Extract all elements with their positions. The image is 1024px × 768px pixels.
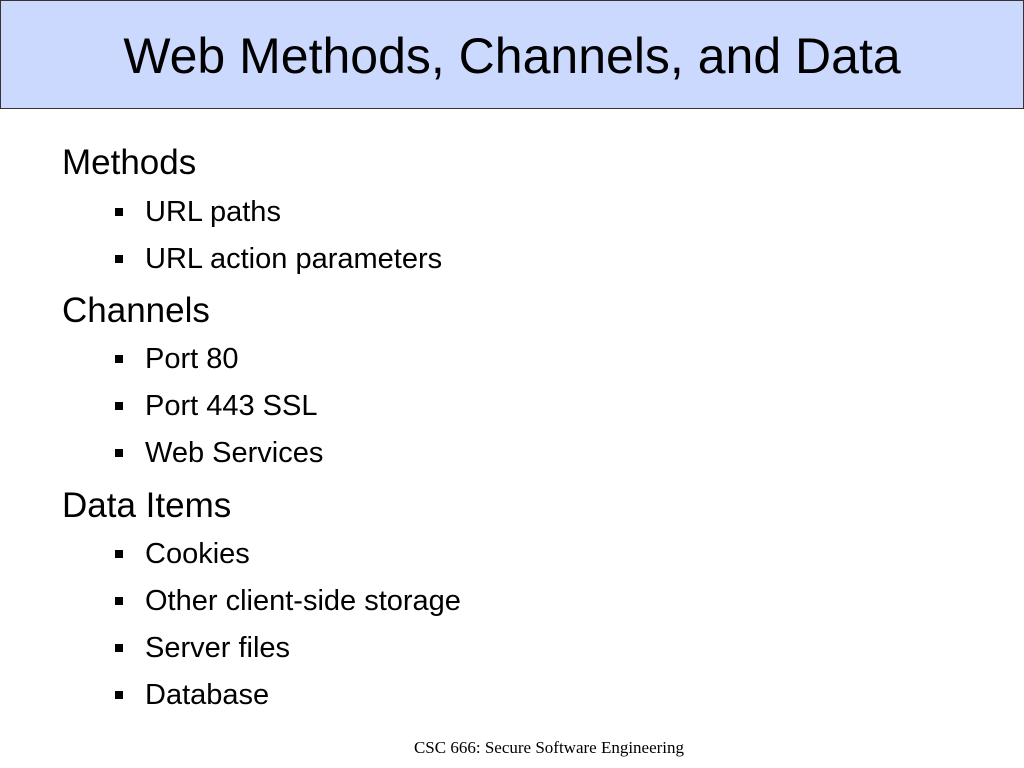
bullet-text: URL action parameters — [145, 242, 443, 275]
bullet-item: Database — [115, 680, 269, 710]
bullet-text: Cookies — [145, 537, 250, 570]
section-heading-channels: Channels — [62, 291, 210, 330]
square-bullet-icon — [115, 402, 123, 410]
slide-title: Web Methods, Channels, and Data — [123, 27, 901, 84]
square-bullet-icon — [115, 691, 123, 699]
bullet-text: Port 80 — [145, 342, 239, 375]
title-banner: Web Methods, Channels, and Data — [0, 0, 1024, 109]
bullet-item: URL action parameters — [115, 244, 442, 274]
bullet-item: URL paths — [115, 197, 281, 227]
square-bullet-icon — [115, 255, 123, 263]
square-bullet-icon — [115, 644, 123, 652]
bullet-item: Cookies — [115, 539, 250, 569]
bullet-text: Other client-side storage — [145, 584, 461, 617]
bullet-item: Other client-side storage — [115, 586, 461, 616]
bullet-text: Server files — [145, 631, 291, 664]
bullet-text: Web Services — [145, 436, 324, 469]
bullet-item: Port 80 — [115, 344, 239, 374]
square-bullet-icon — [115, 550, 123, 558]
bullet-text: URL paths — [145, 195, 281, 228]
bullet-item: Web Services — [115, 438, 323, 468]
square-bullet-icon — [115, 449, 123, 457]
bullet-item: Server files — [115, 633, 290, 663]
slide-footer: CSC 666: Secure Software Engineering — [413, 738, 685, 757]
section-heading-data-items: Data Items — [62, 486, 232, 525]
square-bullet-icon — [115, 355, 123, 363]
square-bullet-icon — [115, 597, 123, 605]
bullet-text: Database — [145, 678, 270, 711]
bullet-item: Port 443 SSL — [115, 391, 318, 421]
bullet-text: Port 443 SSL — [145, 389, 318, 422]
square-bullet-icon — [115, 208, 123, 216]
section-heading-methods: Methods — [62, 143, 197, 182]
